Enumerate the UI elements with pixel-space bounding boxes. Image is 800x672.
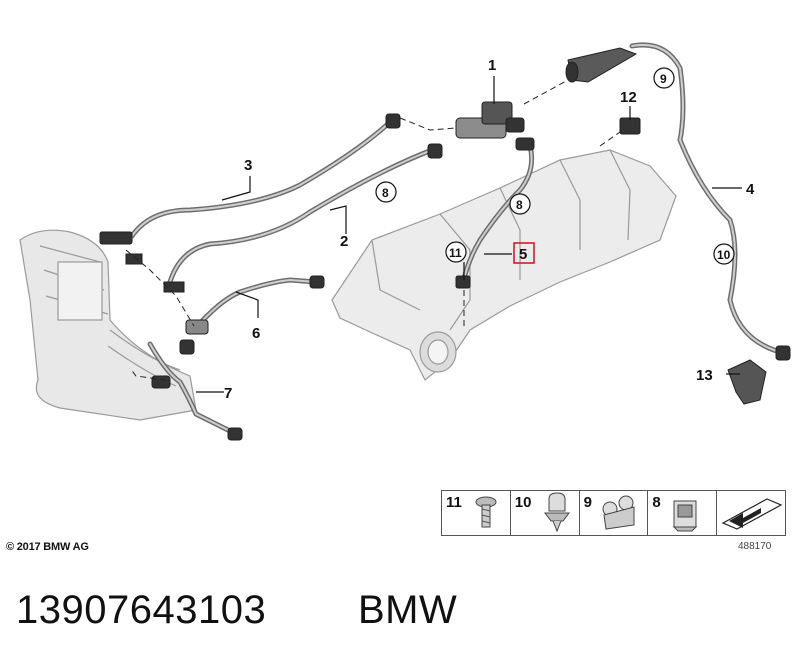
callout-8a-circle [375,181,397,203]
legend-cell-9: 9 [580,491,649,535]
callout-10-circle [713,243,735,265]
legend-cell-10: 10 [511,491,580,535]
callout-9-circle [653,67,675,89]
pcv-valve [455,101,525,139]
callout-8b: 8 [516,198,523,212]
callout-6: 6 [252,325,260,342]
hose-inner [131,44,789,433]
legend-label-10: 10 [514,494,532,511]
legend-label-8: 8 [652,494,661,511]
connectors [99,113,791,441]
part-number: 13907643103 [16,588,267,632]
legend-label-11: 11 [446,494,462,511]
leader-lines [196,76,742,393]
brand-name: BMW [358,588,458,632]
legend-cell-8: 8 [648,491,718,535]
callout-3: 3 [244,157,252,174]
dashed-guides [125,79,621,381]
screw-icon [475,496,497,528]
callout-7: 7 [224,385,232,402]
callout-9: 9 [660,72,667,86]
callout-8b-circle [509,193,531,215]
callout-4: 4 [746,181,755,198]
callout-12: 12 [620,89,637,106]
callout-13: 13 [696,367,713,384]
callout-1: 1 [488,57,496,74]
callout-11-circle [445,241,467,263]
holder-icon [673,500,698,532]
legend-cell-11: 11 [442,491,511,535]
double-clip-icon [602,495,635,530]
intake-pipe [19,229,197,421]
callout-5: 5 [519,246,527,263]
callout-11: 11 [449,246,462,260]
callout-10: 10 [717,248,731,262]
legend-cell-arrow [717,491,785,535]
highlight-box [513,242,535,264]
clip-icon [543,492,570,533]
copyright: © 2017 BMW AG [6,541,89,553]
parts-diagram: 1 2 3 4 5 6 7 8 8 9 10 11 12 13 [19,42,791,441]
intake-manifold [331,149,677,381]
fastener-legend: 11 10 9 8 [441,490,786,536]
figure-number: 488170 [738,541,772,552]
callout-8a: 8 [382,186,389,200]
legend-label-9: 9 [583,494,592,511]
bracket-13 [727,359,767,405]
filter-canister [565,47,638,83]
callout-2: 2 [340,233,348,250]
arrow-plate-icon [721,498,783,530]
